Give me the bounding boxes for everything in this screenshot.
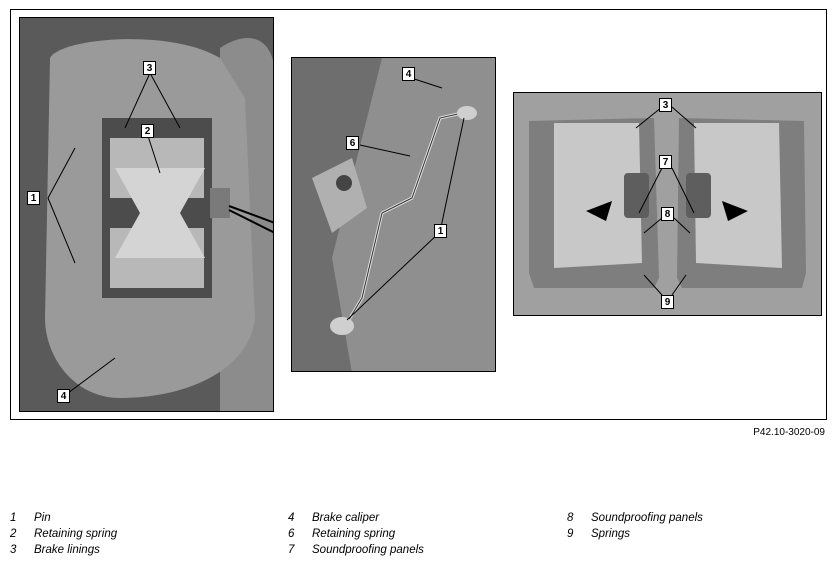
legend-item: 1 Pin — [10, 510, 117, 526]
callout-8: 8 — [661, 207, 674, 221]
legend-text: Soundproofing panels — [312, 544, 424, 556]
callout-7: 7 — [659, 155, 672, 169]
legend-item: 2 Retaining spring — [10, 526, 117, 542]
legend-number: 6 — [288, 528, 295, 540]
legend-number: 7 — [288, 544, 295, 556]
callout-6: 6 — [346, 136, 359, 150]
legend-number: 3 — [10, 544, 17, 556]
legend-text: Springs — [591, 528, 630, 540]
legend-number: 8 — [567, 512, 574, 524]
legend-column-1: 1 Pin 2 Retaining spring 3 Brake linings — [10, 510, 117, 558]
photo-brake-linings: 3 7 8 9 — [513, 92, 822, 316]
photo-retaining-spring: 4 6 1 — [291, 57, 496, 372]
legend-item: 8 Soundproofing panels — [567, 510, 703, 526]
legend-item: 4 Brake caliper — [288, 510, 424, 526]
legend-item: 6 Retaining spring — [288, 526, 424, 542]
legend-item: 9 Springs — [567, 526, 703, 542]
legend-column-3: 8 Soundproofing panels 9 Springs — [567, 510, 703, 542]
brake-caliper-illustration — [20, 18, 273, 411]
callout-1: 1 — [434, 224, 447, 238]
callout-4: 4 — [57, 389, 70, 403]
figure-reference: P42.10-3020-09 — [753, 427, 825, 438]
legend-text: Pin — [34, 512, 51, 524]
legend-number: 4 — [288, 512, 295, 524]
legend-number: 9 — [567, 528, 574, 540]
legend-item: 7 Soundproofing panels — [288, 542, 424, 558]
legend-text: Brake linings — [34, 544, 100, 556]
callout-9: 9 — [661, 295, 674, 309]
photo-brake-caliper: 3 2 1 4 — [19, 17, 274, 412]
legend-text: Retaining spring — [312, 528, 396, 540]
legend-text: Soundproofing panels — [591, 512, 703, 524]
callout-4: 4 — [402, 67, 415, 81]
legend-number: 2 — [10, 528, 17, 540]
legend-number: 1 — [10, 512, 17, 524]
legend-text: Brake caliper — [312, 512, 380, 524]
callout-3: 3 — [143, 61, 156, 75]
brake-linings-illustration — [514, 93, 821, 315]
retaining-spring-illustration — [292, 58, 495, 371]
callout-1: 1 — [27, 191, 40, 205]
legend-column-2: 4 Brake caliper 6 Retaining spring 7 Soundp… — [288, 510, 424, 558]
callout-3: 3 — [659, 98, 672, 112]
legend-text: Retaining spring — [34, 528, 118, 540]
callout-2: 2 — [141, 124, 154, 138]
legend-item: 3 Brake linings — [10, 542, 117, 558]
